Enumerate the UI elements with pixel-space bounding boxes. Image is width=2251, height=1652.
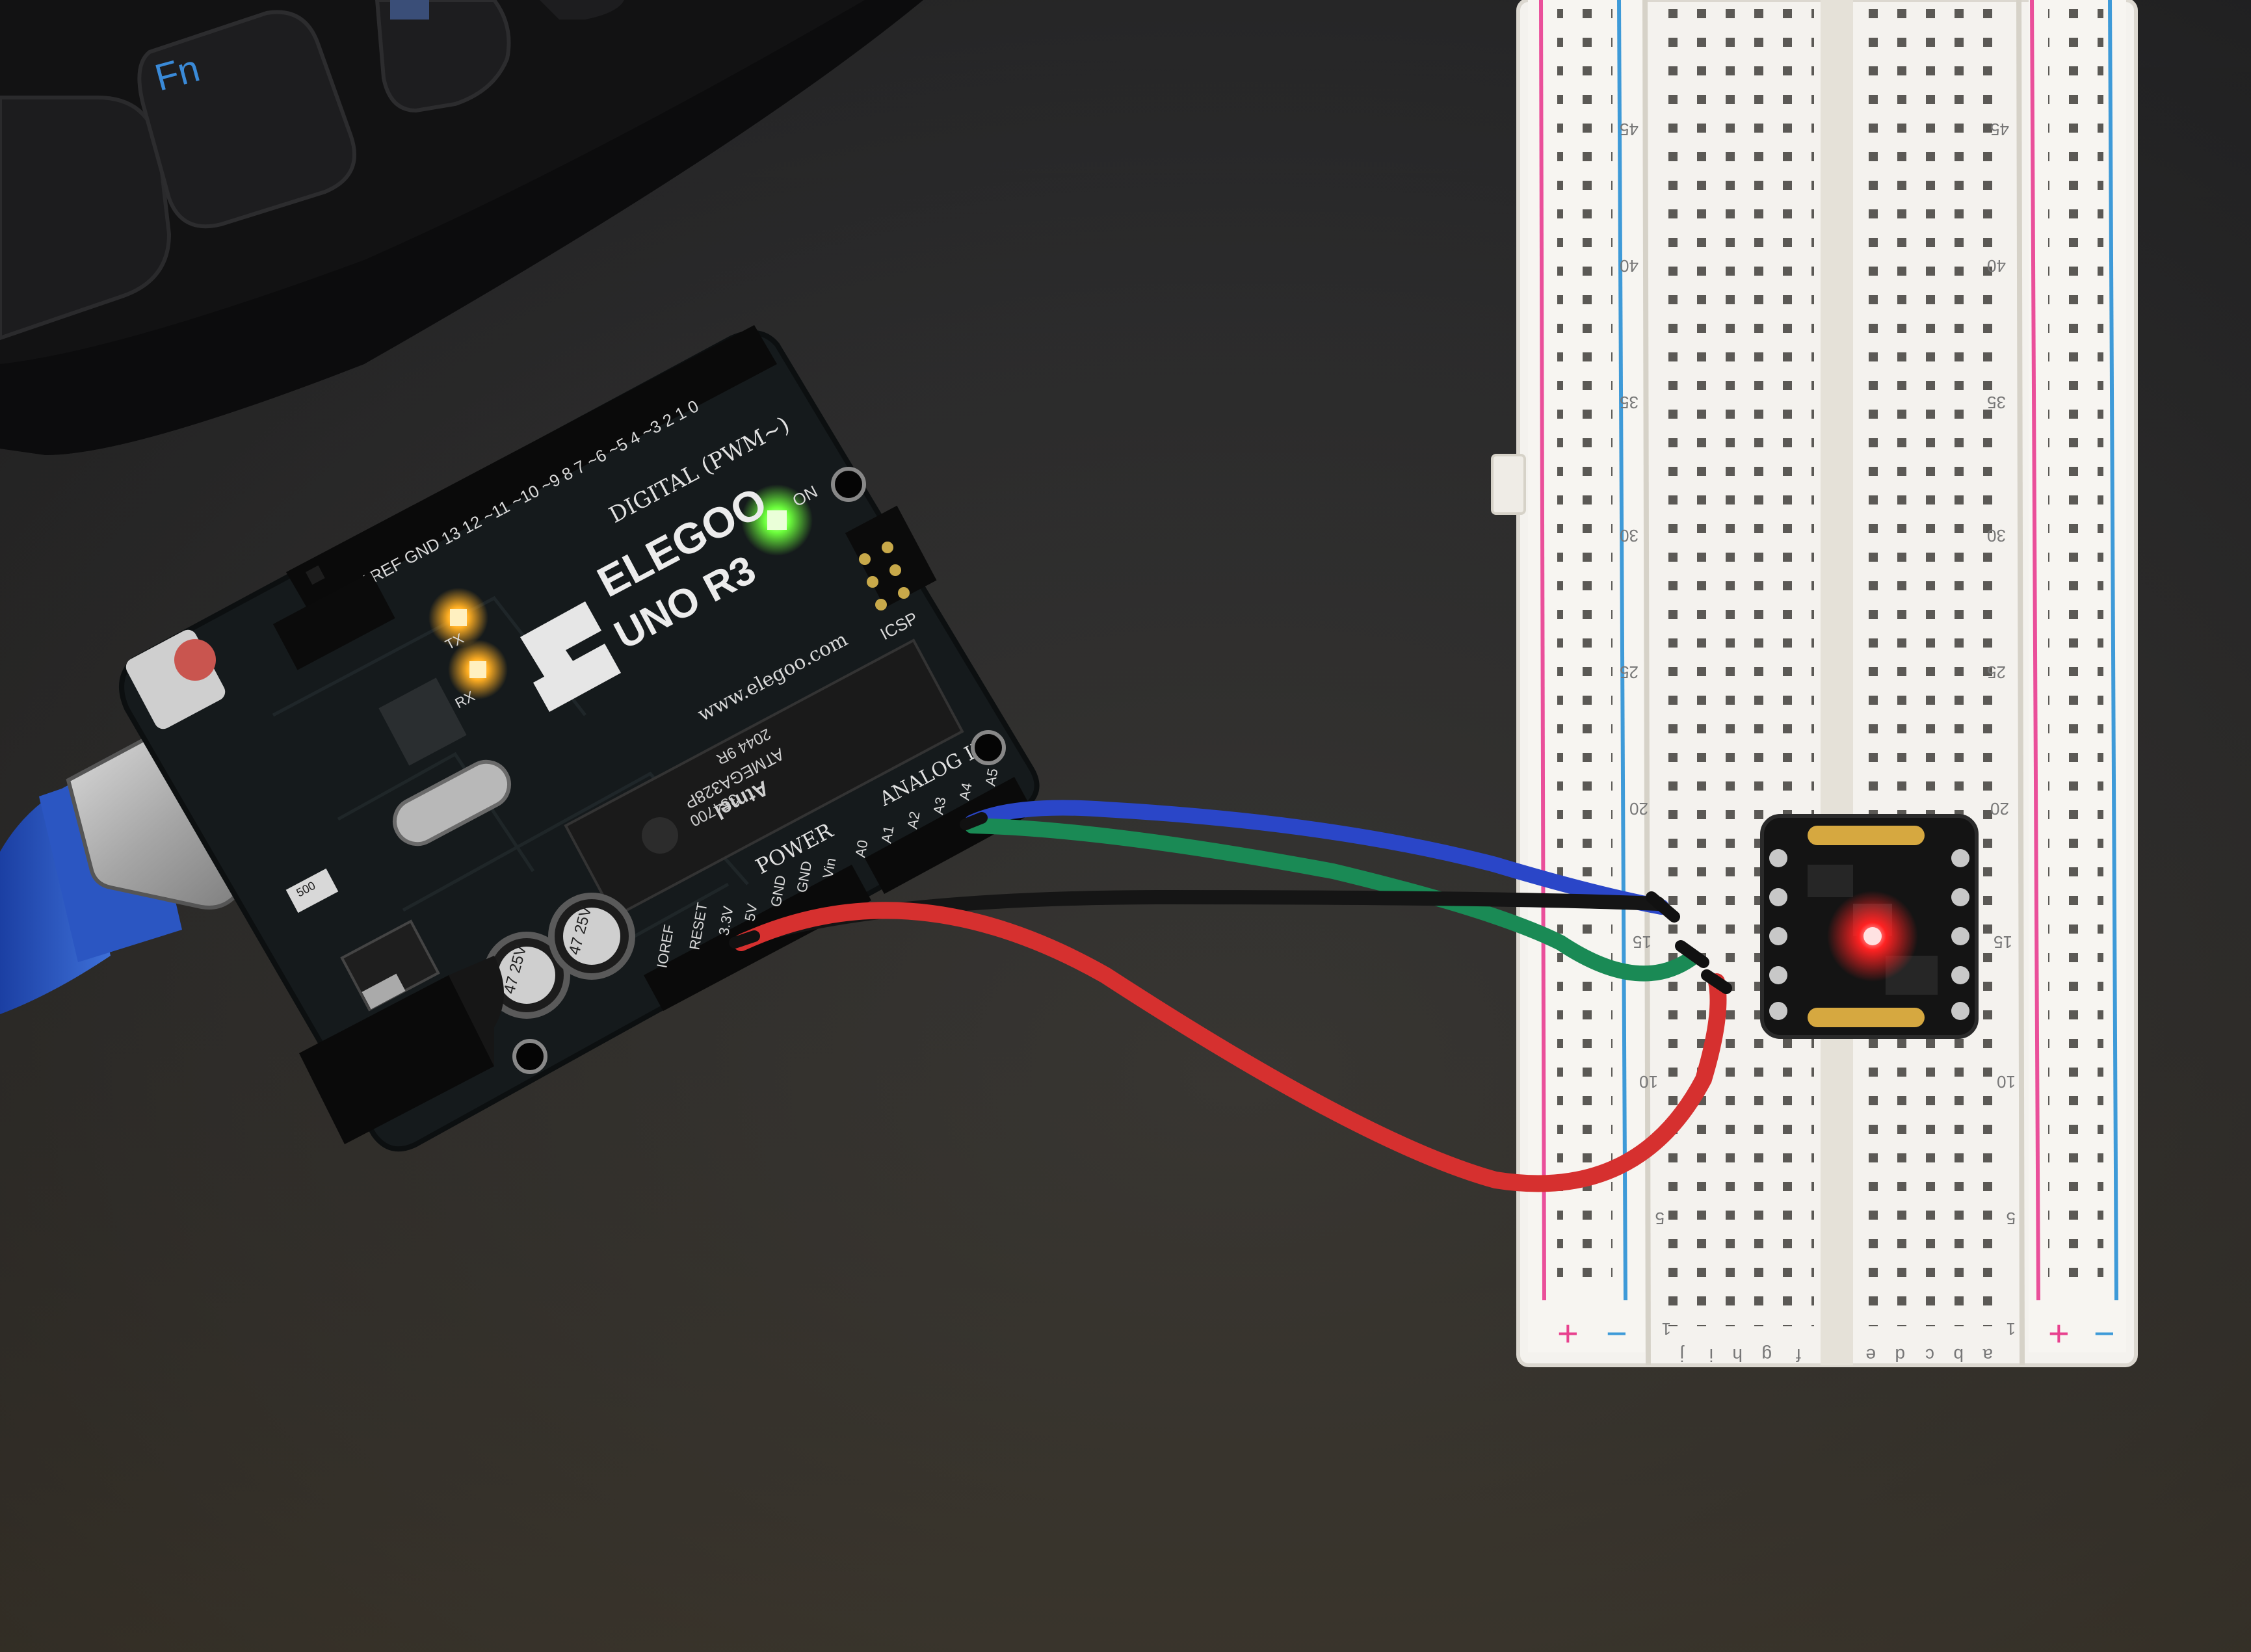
fn-key[interactable]: Fn bbox=[137, 10, 356, 229]
row-number: 35 bbox=[1987, 393, 2006, 412]
voltage-regulator bbox=[340, 919, 440, 1012]
row-number: 20 bbox=[1990, 799, 2009, 819]
wire-ends bbox=[729, 812, 1732, 994]
power-pin-5v: 5V bbox=[741, 902, 760, 923]
analog-pin-a2: A2 bbox=[904, 810, 923, 830]
rx-led bbox=[448, 640, 508, 700]
row-number: 15 bbox=[1994, 932, 2012, 952]
terminal-strip-right[interactable] bbox=[1860, 0, 2009, 1326]
on-led bbox=[741, 484, 813, 556]
keyboard-key bbox=[375, 0, 511, 113]
keyboard-key bbox=[0, 96, 172, 341]
rail-minus-left: − bbox=[1606, 1313, 1627, 1354]
column-letters: j i h g f e d c b a bbox=[1680, 1345, 1993, 1365]
row-number: 1 bbox=[2007, 1319, 2016, 1339]
column-letter: j bbox=[1680, 1345, 1685, 1365]
mounting-hole bbox=[831, 467, 866, 502]
mounting-hole bbox=[512, 1039, 547, 1074]
digital-pin-header[interactable] bbox=[286, 325, 777, 611]
terminal-strip-left[interactable] bbox=[1665, 0, 1814, 1326]
row-number: 45 bbox=[1990, 120, 2009, 139]
row-number: 10 bbox=[1997, 1072, 2016, 1092]
usb-interface-chip bbox=[378, 677, 467, 766]
elegoo-logo bbox=[520, 601, 621, 712]
keyboard-key bbox=[540, 0, 624, 20]
row-number: 10 bbox=[1639, 1072, 1658, 1092]
crystal-oscillator bbox=[393, 759, 511, 846]
analog-pin-a5: A5 bbox=[982, 767, 1001, 787]
capacitor-2 bbox=[548, 893, 635, 980]
analog-pin-labels: A0 A1 A2 A3 A4 A5 bbox=[852, 767, 1001, 859]
row-number: 40 bbox=[1620, 256, 1639, 276]
row-number: 25 bbox=[1620, 662, 1639, 682]
analog-pin-a1: A1 bbox=[878, 824, 897, 845]
icsp-header-top[interactable] bbox=[272, 572, 395, 670]
column-letter: e bbox=[1865, 1345, 1876, 1365]
row-number: 5 bbox=[2007, 1209, 2016, 1228]
right-power-rail bbox=[2029, 0, 2126, 1352]
analog-pin-a4: A4 bbox=[956, 781, 975, 802]
row-number: 40 bbox=[1987, 256, 2006, 276]
dc-power-jack bbox=[299, 956, 504, 1144]
blue-wire bbox=[964, 800, 1669, 915]
column-letter: d bbox=[1895, 1345, 1905, 1365]
column-letter: h bbox=[1732, 1345, 1743, 1365]
keyboard: Fn bbox=[0, 0, 923, 455]
icsp-header-right[interactable] bbox=[845, 505, 937, 610]
column-letter: i bbox=[1709, 1345, 1713, 1365]
row-number: 25 bbox=[1987, 662, 2006, 682]
reset-button[interactable] bbox=[123, 627, 228, 732]
center-channel bbox=[1821, 0, 1853, 1365]
analog-pin-a3: A3 bbox=[930, 796, 949, 816]
arduino-uno-board: AREF GND 13 12 ~11 ~10 ~9 8 7 ~6 ~5 4 ~3… bbox=[119, 325, 1040, 1152]
left-power-rail bbox=[1528, 0, 1645, 1352]
wires bbox=[729, 800, 1732, 1192]
pulse-oximeter-sensor-module bbox=[1760, 814, 1979, 1039]
red-wire bbox=[733, 902, 1727, 1192]
row-number: 35 bbox=[1620, 393, 1639, 412]
column-letter: a bbox=[1982, 1345, 1993, 1365]
column-letter: g bbox=[1761, 1345, 1772, 1365]
tx-led bbox=[428, 588, 488, 648]
analog-pin-a0: A0 bbox=[852, 839, 871, 859]
row-number: 45 bbox=[1620, 120, 1639, 139]
atmega-chip bbox=[564, 638, 964, 919]
rail-plus-right: + bbox=[2048, 1313, 2070, 1354]
row-number: 30 bbox=[1620, 526, 1639, 545]
breadboard: 45 40 35 30 25 20 15 10 5 1 45 40 35 30 … bbox=[1491, 0, 2138, 1367]
sensor-red-led bbox=[1827, 891, 1918, 982]
column-letter: b bbox=[1953, 1345, 1964, 1365]
row-number: 5 bbox=[1655, 1209, 1665, 1228]
power-pin-vin: Vin bbox=[819, 857, 839, 880]
column-letter: f bbox=[1796, 1345, 1801, 1365]
mounting-hole bbox=[971, 730, 1006, 765]
resistor-500 bbox=[285, 868, 339, 913]
row-number: 15 bbox=[1633, 932, 1652, 952]
row-number: 20 bbox=[1629, 799, 1648, 819]
row-number: 1 bbox=[1662, 1319, 1671, 1339]
column-letter: c bbox=[1925, 1345, 1934, 1365]
row-number: 30 bbox=[1987, 526, 2006, 545]
rail-minus-right: − bbox=[2094, 1313, 2115, 1354]
row-numbers-right: 45 40 35 30 25 20 15 10 5 1 bbox=[1987, 120, 2016, 1339]
row-numbers-left: 45 40 35 30 25 20 15 10 5 1 bbox=[1620, 120, 1671, 1339]
rail-plus-left: + bbox=[1557, 1313, 1579, 1354]
analog-pin-header[interactable] bbox=[865, 777, 1034, 894]
